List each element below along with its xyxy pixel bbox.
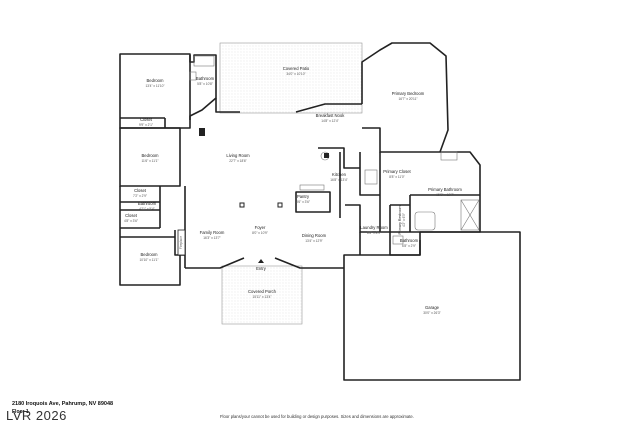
closet-low-dims: 4'8" x 3'6" — [124, 219, 138, 223]
laundry-room-label: Laundry Room — [360, 225, 388, 230]
living-room-label: Living Room — [226, 153, 250, 158]
bedroom-bottom-left-dims: 10'10" x 11'1" — [139, 258, 158, 262]
breakfast-nook-label: Breakfast Nook — [316, 113, 346, 118]
covered-patio-area — [219, 42, 363, 114]
primary-closet-label: Primary Closet — [383, 169, 411, 174]
primary-bedroom-dims: 16'7" x 20'11" — [398, 97, 417, 101]
breakfast-nook-dims: 14'8" x 12'4" — [321, 119, 338, 123]
bedroom-bottom-left-label: Bedroom — [141, 252, 159, 257]
pantry-label: Pantry — [297, 194, 310, 199]
family-room-label: Family Room — [200, 230, 225, 235]
living-room-dims: 22'7" x 18'6" — [229, 159, 246, 163]
disclaimer: Floor plans/your cannot be used for buil… — [220, 414, 414, 419]
closet-low-label: Closet — [125, 213, 138, 218]
bathroom-left-label: Bathroom — [138, 201, 157, 206]
kitchen-label: Kitchen — [332, 172, 347, 177]
bathroom-top-label: Bathroom — [196, 76, 215, 81]
covered-patio-label: Covered Patio — [283, 66, 310, 71]
closet-top-dims: 9'9" x 2'1" — [139, 123, 153, 127]
bedroom-mid-left-label: Bedroom — [142, 153, 160, 158]
primary-bathroom-dims: 15'8" x 12'7" — [436, 193, 453, 197]
covered-porch-area — [221, 265, 303, 325]
closet-top-label: Closet — [140, 117, 153, 122]
laundry-room-dims: 8'8" x 8'1" — [367, 231, 381, 235]
garage-dims: 30'0" x 26'3" — [423, 311, 440, 315]
floor-label: Floor 1 — [12, 409, 29, 415]
foyer-label: Foyer — [255, 225, 266, 230]
bathroom-right-label: Bathroom — [400, 238, 419, 243]
brand-watermark: LVR 2026 — [6, 408, 67, 423]
fixtures — [189, 55, 480, 245]
kitchen-dims: 16'8" x 13'4" — [330, 178, 347, 182]
family-room-dims: 16'3" x 13'7" — [203, 236, 220, 240]
bedroom-top-left-dims: 13'4" x 11'10" — [145, 84, 164, 88]
fireplace — [177, 229, 186, 256]
primary-bathroom-label: Primary Bathroom — [428, 187, 462, 192]
walls — [119, 42, 521, 381]
entry-label: Entry — [256, 266, 267, 271]
address-line: 2180 Iroquois Ave, Pahrump, NV 89048 — [12, 401, 114, 407]
fireplace-marker — [199, 128, 205, 136]
bedroom-mid-left-dims: 11'6" x 11'1" — [141, 159, 158, 163]
covered-patio-dims: 34'0" x 10'10" — [286, 72, 305, 76]
bathroom-top-dims: 5'8" x 10'8" — [197, 82, 213, 86]
entry-arrow-icon — [258, 259, 264, 263]
pantry-dims: 8'6" x 3'6" — [296, 200, 310, 204]
primary-closet-dims: 8'8" x 11'0" — [389, 175, 404, 179]
bathroom-left-dims: 4'11" x 5'4" — [139, 207, 154, 211]
dining-room-dims: 13'4" x 12'9" — [305, 239, 322, 243]
room-labels: Bedroom 13'4" x 11'10" Bathroom 5'8" x 1… — [124, 66, 462, 315]
dining-room-label: Dining Room — [302, 233, 327, 238]
covered-porch-label: Covered Porch — [248, 289, 277, 294]
bathroom-right-dims: 6'8" x 2'9" — [402, 244, 416, 248]
garage-label: Garage — [425, 305, 440, 310]
bedroom-top-left-label: Bedroom — [147, 78, 165, 83]
closet-mid-dims: 7'2" x 2'9" — [133, 194, 147, 198]
primary-bedroom-label: Primary Bedroom — [392, 91, 425, 96]
primary-restroom-label: Primary Restroom — [398, 206, 402, 235]
closet-mid-label: Closet — [134, 188, 147, 193]
foyer-dims: 8'0" x 10'9" — [252, 231, 268, 235]
fireplace-label: Fireplace — [179, 236, 183, 249]
primary-restroom-dims: 4'2" x 6'5" — [402, 213, 406, 227]
covered-porch-dims: 15'11" x 13'4" — [252, 295, 271, 299]
